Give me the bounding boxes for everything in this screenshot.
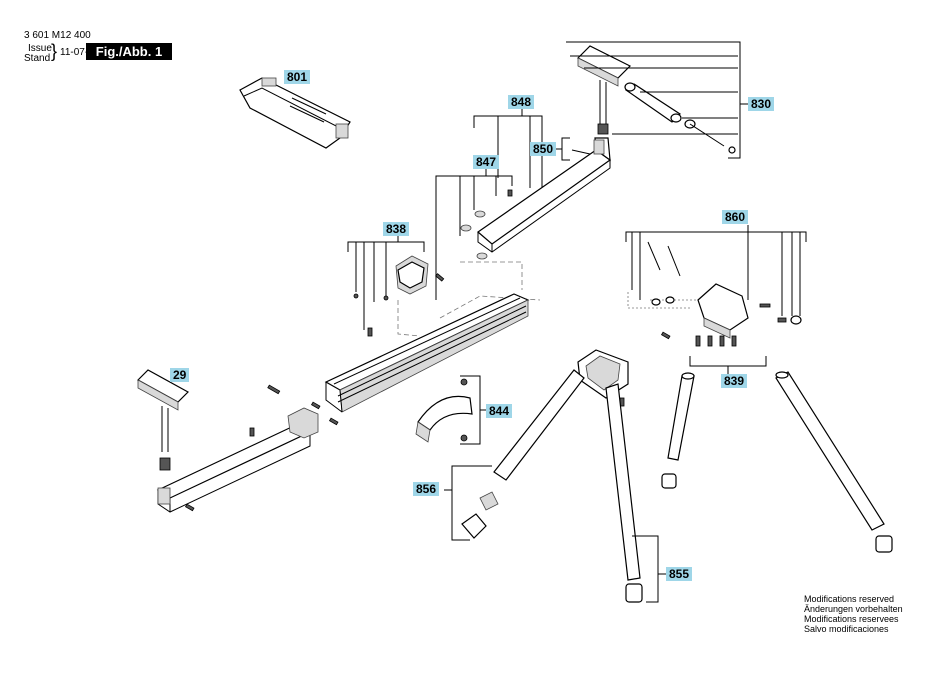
callout-844: 844 [486,404,513,418]
bracket-850 [556,137,605,161]
right-legs [661,371,893,553]
roller-assembly-830 [566,41,748,159]
screws-839 [689,335,767,374]
callout-839: 839 [721,374,748,388]
foot-856 [444,465,499,541]
callout-850: 850 [530,142,557,156]
callout-847: 847 [473,155,500,169]
center-leg-assembly [493,349,643,603]
modifications-notes: Modifications reserved Änderungen vorbeh… [804,594,903,634]
clamp-assembly-838 [347,235,445,337]
callout-856: 856 [413,482,440,496]
callout-848: 848 [508,95,535,109]
callout-860: 860 [722,210,749,224]
callout-29: 29 [170,368,190,382]
callout-838: 838 [383,222,410,236]
figure-label: Fig./Abb. 1 [86,43,172,60]
callout-801: 801 [284,70,311,84]
stand-label: Stand [24,53,51,64]
issue-label: Issue [28,43,52,54]
bracket-855 [632,535,666,603]
brace-glyph: } [51,41,58,61]
bracket-847 [435,169,513,300]
note-line: Modifications reserved [804,594,895,604]
part-801-end-cap [239,77,351,149]
note-line: Salvo modificaciones [804,624,889,634]
bracket-860 [625,225,807,340]
callout-855: 855 [666,567,693,581]
doc-number: 3 601 M12 400 [24,30,91,41]
issue-date: 11-07-27 [60,47,100,58]
callout-830: 830 [748,97,775,111]
note-line: Modifications reservees [804,614,899,624]
clamp-ring-844 [415,375,488,445]
main-rail [324,293,530,413]
lower-extension-arm [137,369,339,513]
note-line: Änderungen vorbehalten [804,604,903,614]
